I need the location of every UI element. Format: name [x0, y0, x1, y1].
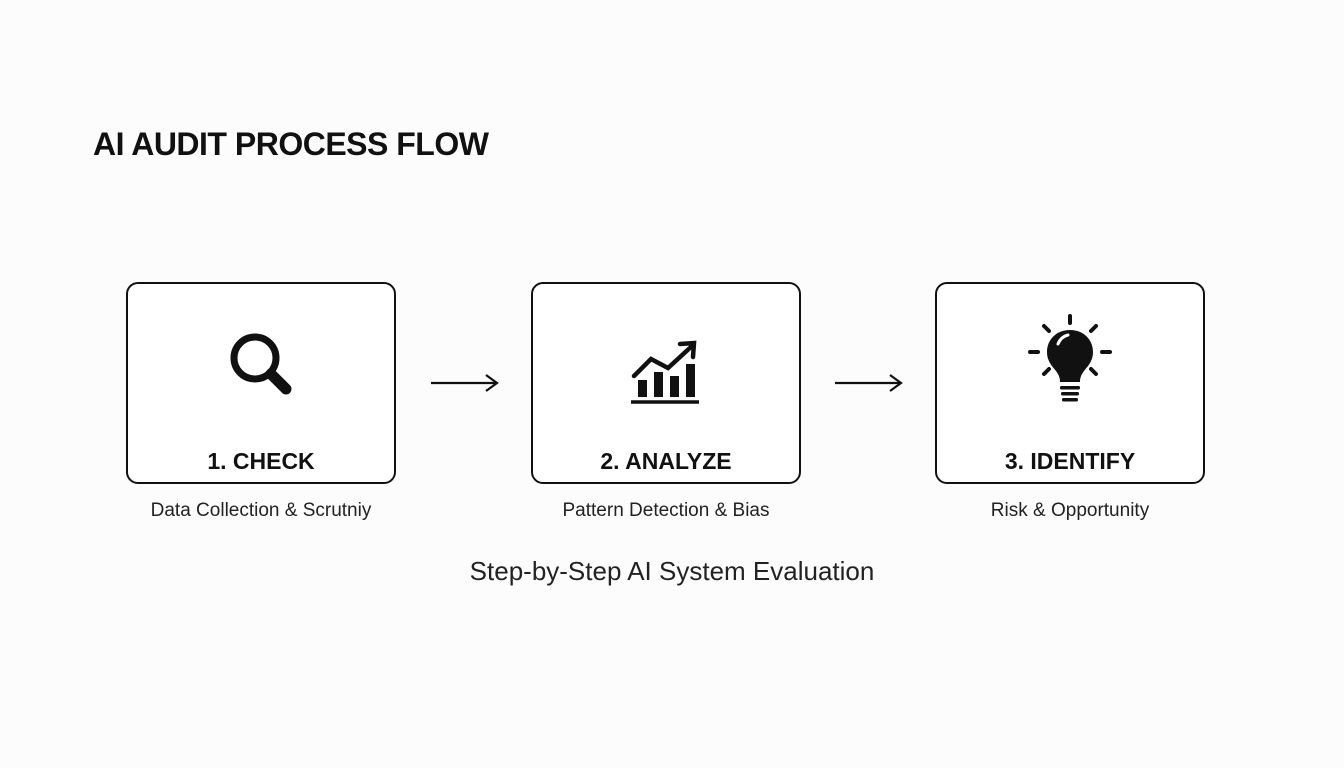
bar-chart-trend-icon — [631, 340, 699, 404]
step-caption-analyze: Pattern Detection & Bias — [562, 500, 770, 521]
arrow-right-icon — [431, 374, 499, 392]
magnifying-glass-icon — [230, 333, 292, 395]
step-box-check: 1. CHECK — [126, 282, 396, 484]
arrow-right-icon — [835, 374, 903, 392]
diagram-title: AI AUDIT PROCESS FLOW — [93, 126, 489, 162]
step-title-identify: 3. IDENTIFY — [1004, 448, 1136, 474]
step-box-analyze: 2. ANALYZE — [531, 282, 801, 484]
diagram-subtitle: Step-by-Step AI System Evaluation — [469, 556, 875, 586]
step-title-analyze: 2. ANALYZE — [600, 448, 732, 474]
lightbulb-icon — [1028, 314, 1112, 402]
step-box-identify: 3. IDENTIFY — [935, 282, 1205, 484]
step-title-check: 1. CHECK — [207, 448, 315, 474]
step-caption-identify: Risk & Opportunity — [990, 500, 1150, 521]
step-caption-check: Data Collection & Scrutniy — [150, 500, 372, 521]
